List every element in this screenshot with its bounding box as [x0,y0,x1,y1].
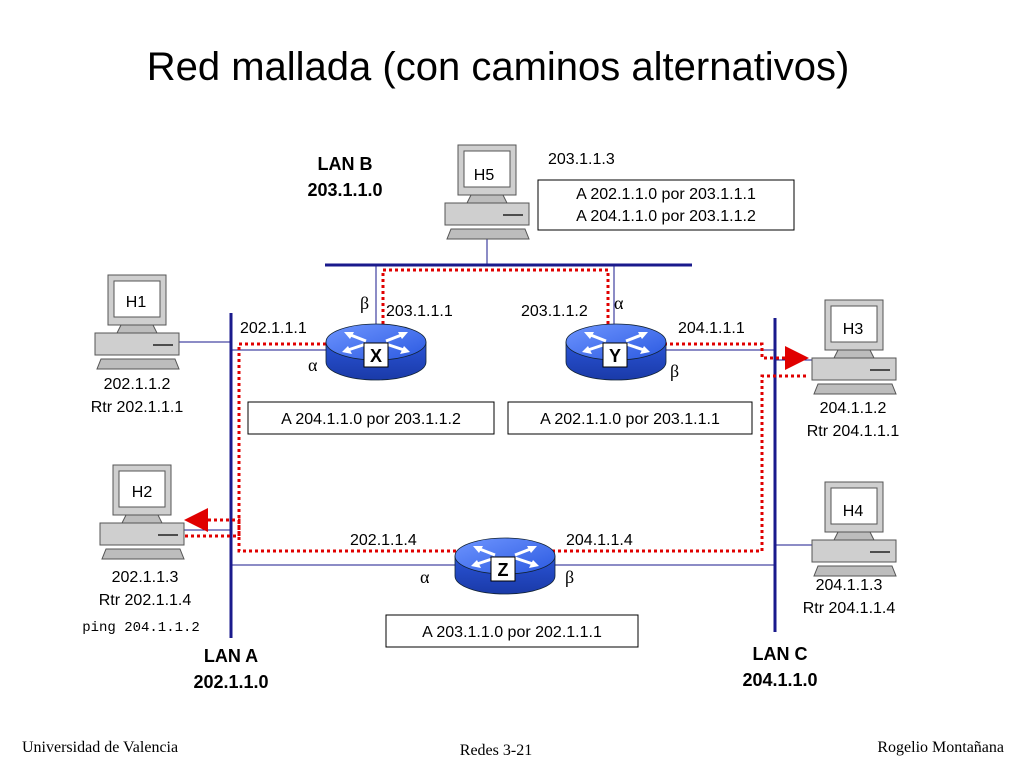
links [178,237,812,566]
router-x-ip-a: 202.1.1.1 [240,320,307,337]
route-h5-1: A 202.1.1.0 por 203.1.1.1 [576,186,756,203]
router-z-ip-a: 202.1.1.4 [350,532,417,549]
host-h1-label: H1 [126,294,147,311]
host-h3-gw: Rtr 204.1.1.1 [807,423,900,440]
router-y-ip-b: 203.1.1.2 [521,303,588,320]
router-x-iface-b: β [360,293,369,313]
footer-center: Redes 3-21 [460,742,532,759]
router-x-iface-a: α [308,355,318,375]
lan-b-name: LAN B [318,154,373,174]
route-table-x: A 204.1.1.0 por 203.1.1.2 [247,401,495,435]
lan-b-net: 203.1.1.0 [307,180,382,200]
host-h1-gw: Rtr 202.1.1.1 [91,399,184,416]
footer-right: Rogelio Montañana [877,739,1004,756]
route-table-h5: A 202.1.1.0 por 203.1.1.1 A 204.1.1.0 po… [537,179,795,231]
host-h3: H3 [811,299,897,395]
router-x-ip-b: 203.1.1.1 [386,303,453,320]
footer-left: Universidad de Valencia [22,739,178,756]
host-h1-ip: 202.1.1.2 [104,376,171,393]
host-h4-gw: Rtr 204.1.1.4 [803,600,896,617]
router-z: Z [453,536,557,596]
route-table-y: A 202.1.1.0 por 203.1.1.1 [507,401,753,435]
router-x: X [324,322,428,382]
host-h2-gw: Rtr 202.1.1.4 [99,592,192,609]
lan-c-name: LAN C [753,644,808,664]
lan-c-net: 204.1.1.0 [742,670,817,690]
host-h4-ip: 204.1.1.3 [816,577,883,594]
path-outbound [185,342,326,538]
router-z-ip-c: 204.1.1.4 [566,532,633,549]
host-h2-label: H2 [132,484,153,501]
router-y: Y [564,322,668,382]
route-x: A 204.1.1.0 por 203.1.1.2 [281,411,461,428]
host-h5-ip: 203.1.1.3 [548,151,615,168]
router-y-ip-c: 204.1.1.1 [678,320,745,337]
host-h1: H1 [94,274,180,370]
host-h5: H5 [444,144,530,240]
route-z: A 203.1.1.0 por 202.1.1.1 [422,624,602,641]
route-y: A 202.1.1.0 por 203.1.1.1 [540,411,720,428]
host-h2-ip: 202.1.1.3 [112,569,179,586]
path-x-to-y [381,268,610,330]
lan-a-net: 202.1.1.0 [193,672,268,692]
host-h3-label: H3 [843,321,864,338]
route-h5-2: A 204.1.1.0 por 203.1.1.2 [576,208,756,225]
router-z-label: Z [498,560,509,580]
route-table-z: A 203.1.1.0 por 202.1.1.1 [385,614,639,648]
host-h4-label: H4 [843,503,864,520]
path-return [187,374,806,553]
host-h2-cmd: ping 204.1.1.2 [82,620,200,636]
path-y-to-h3 [664,342,809,370]
router-y-label: Y [609,346,621,366]
host-h4: H4 [811,481,897,577]
router-z-iface-a: α [420,567,430,587]
host-h5-label: H5 [474,167,495,184]
slide-title: Red mallada (con caminos alternativos) [147,45,850,89]
packet-paths [185,268,809,553]
router-x-label: X [370,346,382,366]
router-y-iface-c: β [670,361,679,381]
router-z-iface-c: β [565,567,574,587]
host-h3-ip: 204.1.1.2 [820,400,887,417]
host-h2: H2 [99,464,185,560]
router-y-iface-b: α [614,293,624,313]
lan-a-name: LAN A [204,646,258,666]
